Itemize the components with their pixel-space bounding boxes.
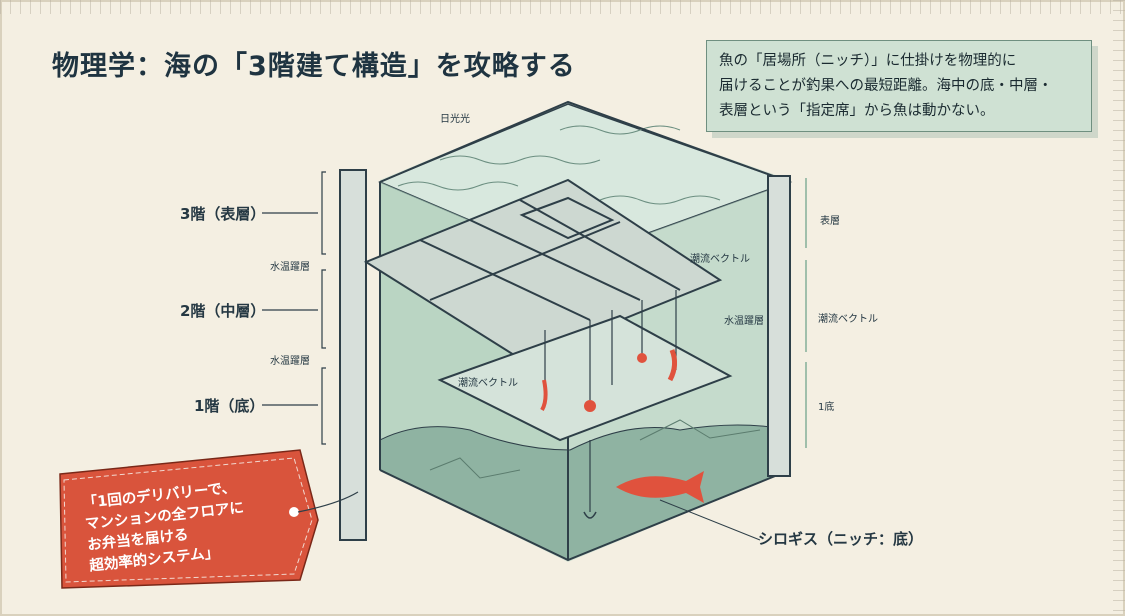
- fish-label: シロギス（ニッチ：底）: [758, 530, 924, 548]
- tag-hole: [289, 507, 299, 517]
- floor-label-first: 1階（底）: [194, 397, 265, 415]
- hook: [583, 511, 597, 519]
- tag-string: [297, 491, 359, 513]
- wave-line: [397, 181, 519, 191]
- fish-shirogisu: [616, 471, 704, 503]
- page-title: 物理学：海の「3階建て構造」を攻略する: [52, 51, 576, 82]
- right-pillar: [767, 175, 791, 477]
- note-line-1: 魚の「居場所（ニッチ）」に仕掛けを物理的に: [719, 53, 1017, 69]
- thermocline-center-label: 水温躍層: [724, 316, 764, 327]
- current-vector-left-label: 潮流ベクトル: [458, 378, 518, 389]
- floor-bracket: [262, 171, 326, 445]
- top-ruler: [0, 0, 1125, 14]
- floor-label-second: 2階（中層）: [180, 302, 266, 320]
- bait: [540, 379, 548, 412]
- left-pillar: [339, 169, 367, 541]
- fish-pointer: [659, 499, 761, 541]
- note-box: 魚の「居場所（ニッチ）」に仕掛けを物理的に 届けることが釣果への最短距離。海中の…: [706, 40, 1092, 132]
- callout-tag-shape: [59, 449, 319, 589]
- wave-line: [559, 125, 681, 135]
- current-vector-top-label: 潮流ベクトル: [690, 254, 750, 265]
- right-ruler: [1113, 0, 1125, 616]
- right-current-label: 潮流ベクトル: [818, 314, 878, 325]
- top-hatch: [519, 196, 615, 240]
- callout-tag-border: [63, 457, 313, 583]
- wave-line: [439, 155, 601, 165]
- wave-line: [599, 195, 721, 205]
- right-bottom-label: 1底: [818, 402, 835, 413]
- floor-label-third: 3階（表層）: [180, 205, 266, 223]
- thermocline-upper-label: 水温躍層: [270, 262, 310, 273]
- middle-shelf: [437, 314, 733, 442]
- note-line-3: 表層という「指定席」から魚は動かない。: [719, 103, 995, 119]
- seabed: [379, 424, 791, 561]
- bait: [667, 349, 678, 382]
- seabed-rock: [639, 419, 761, 441]
- thermocline-lower-label: 水温躍層: [270, 356, 310, 367]
- note-line-2: 届けることが釣果への最短距離。海中の底・中層・: [719, 78, 1053, 94]
- sunlight-label: 日光光: [440, 114, 470, 125]
- bait: [584, 400, 596, 412]
- top-shelf: [363, 178, 723, 362]
- bait: [637, 353, 647, 363]
- seabed-rock: [429, 457, 521, 479]
- right-surface-label: 表層: [820, 216, 840, 227]
